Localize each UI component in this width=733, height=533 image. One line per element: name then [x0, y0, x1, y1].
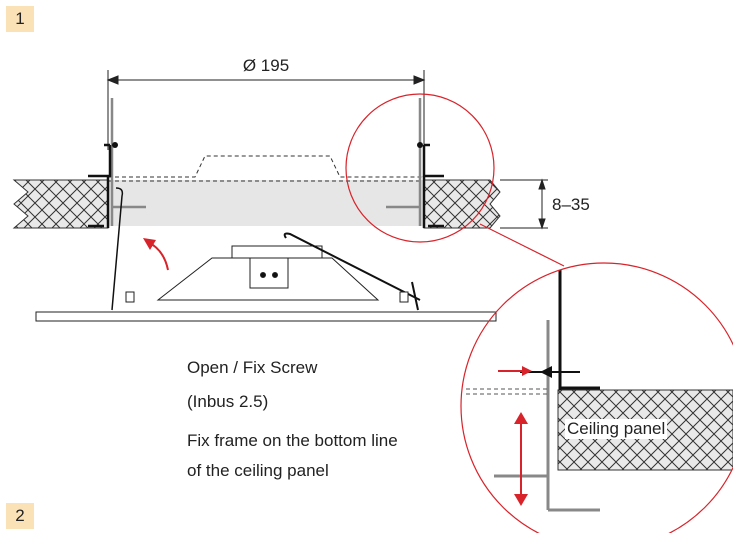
step-1-badge: 1: [6, 6, 34, 32]
thickness-dimension: [500, 178, 548, 230]
zoom-circle: [460, 262, 733, 533]
screw-annotation: Open / Fix Screw: [187, 358, 318, 377]
ceiling-panel-right: [423, 179, 501, 229]
ceiling-gap-band: [108, 180, 424, 226]
vertical-adjust-arrow-icon: [514, 412, 528, 506]
screw-arrow-icon: [498, 366, 532, 376]
frame-left: [88, 98, 146, 311]
diameter-label: Ø 195: [243, 56, 289, 75]
step-2-badge: 2: [6, 503, 34, 529]
dashed-housing: [108, 155, 424, 178]
frame-right: [386, 98, 444, 228]
inbus-annotation: (Inbus 2.5): [187, 392, 269, 411]
ceiling-panel-left: [12, 179, 109, 229]
luminaire-housing: [125, 232, 421, 311]
ceiling-trim-plate: [35, 311, 497, 322]
zoom-detail: [494, 266, 733, 512]
ceiling-panel-label: Ceiling panel: [565, 419, 668, 439]
fix-frame-annotation-line1: Fix frame on the bottom line: [187, 431, 398, 450]
fix-frame-annotation-line2: of the ceiling panel: [187, 461, 329, 480]
thickness-label: 8–35: [552, 195, 590, 214]
rotate-arrow-icon: [143, 238, 169, 271]
detail-circle: [345, 93, 495, 243]
diameter-dimension: [106, 70, 426, 150]
